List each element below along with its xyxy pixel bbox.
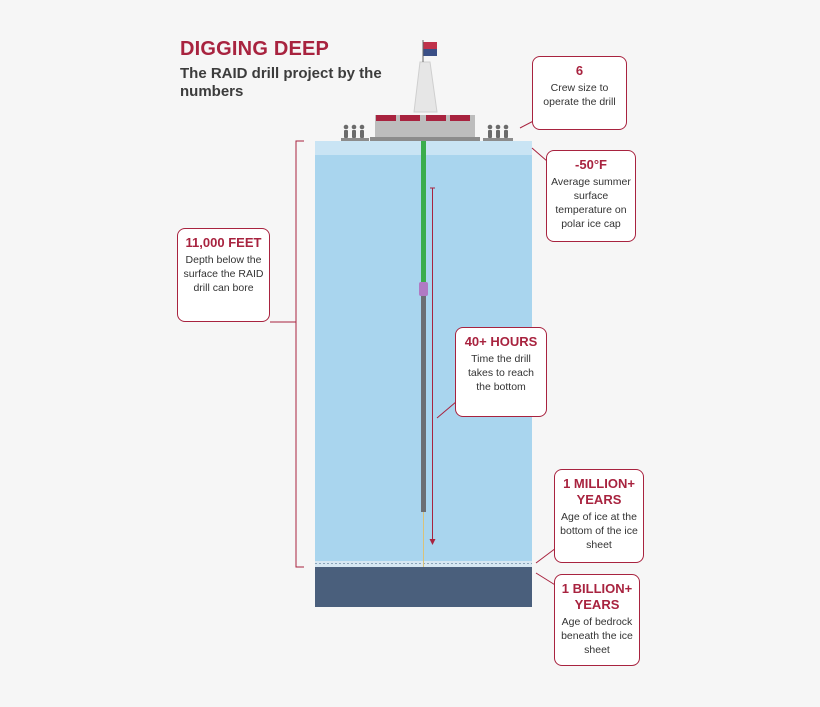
ice-age-text: Age of ice at the bottom of the ice shee… [560,511,638,551]
depth-callout: 11,000 FEET Depth below the surface the … [177,228,270,322]
crew-size-value: 6 [575,63,584,78]
drill-rig [341,61,513,141]
flag-icon [422,40,437,62]
page-subtitle: The RAID drill project by the numbers [180,65,382,100]
depth-bracket [295,140,304,568]
bedrock-age-text: Age of bedrock beneath the ice sheet [561,616,633,656]
hours-text: Time the drill takes to reach the bottom [468,353,534,393]
depth-text: Depth below the surface the RAID drill c… [183,254,264,294]
bedrock-age-value: 1 BILLION+ YEARS [561,581,633,612]
hours-callout: 40+ HOURS Time the drill takes to reach … [455,327,547,417]
drill-shaft-lower [421,296,426,512]
bedrock-age-callout: 1 BILLION+ YEARS Age of bedrock beneath … [554,574,640,666]
temperature-value: -50°F [575,157,607,172]
temperature-text: Average summer surface temperature on po… [551,176,631,230]
depth-value: 11,000 FEET [185,235,262,250]
temperature-callout: -50°F Average summer surface temperature… [546,150,636,242]
crew-size-callout: 6 Crew size to operate the drill [532,56,627,130]
ice-age-value: 1 MILLION+ YEARS [563,476,635,507]
hours-value: 40+ HOURS [464,334,538,349]
drill-bit [419,282,428,296]
crew-icon-left [343,124,365,138]
bedrock [315,567,532,607]
page-title: DIGGING DEEP [180,38,330,60]
crew-size-text: Crew size to operate the drill [543,82,616,108]
drill-shaft-upper [421,141,426,282]
crew-icon-right [487,124,509,138]
ice-age-callout: 1 MILLION+ YEARS Age of ice at the botto… [554,469,644,563]
